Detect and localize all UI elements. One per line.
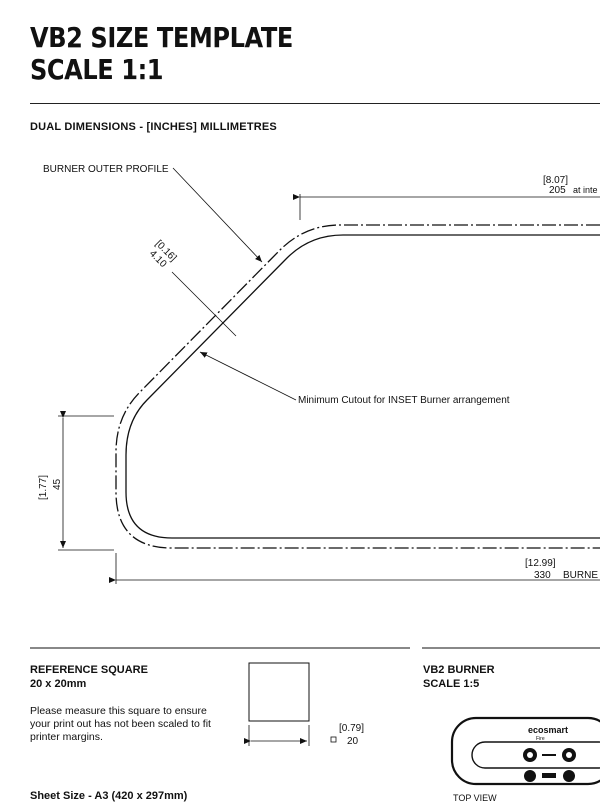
reference-title: REFERENCE SQUARE — [30, 664, 148, 676]
title-line-2: SCALE 1:1 — [30, 53, 164, 86]
outer-profile-leader — [172, 167, 263, 263]
dim-bottom-note: BURNE — [563, 570, 598, 581]
dim-left-inches: [1.77] — [38, 475, 49, 500]
cutout-label: Minimum Cutout for INSET Burner arrangem… — [298, 395, 510, 406]
dim-bottom-mm: 330 — [534, 570, 551, 581]
header-divider — [30, 103, 600, 104]
reference-instructions: Please measure this square to ensure you… — [30, 705, 211, 743]
burner-knob-right-center — [566, 752, 572, 758]
reference-square-title: REFERENCE SQUARE 20 x 20mm — [30, 663, 148, 691]
dimension-units-note: DUAL DIMENSIONS - [INCHES] MILLIMETRES — [30, 121, 277, 133]
burner-knob-left-center — [527, 752, 533, 758]
dim-top-inches: [8.07] — [543, 175, 568, 186]
dim-bottom-inches: [12.99] — [525, 558, 556, 569]
burner-control-label — [542, 773, 556, 778]
title-line-1: VB2 SIZE TEMPLATE — [30, 21, 293, 54]
burner-outer-profile — [115, 224, 600, 549]
ref-dim-marker — [330, 736, 337, 743]
dim-top-mm: 205 — [549, 185, 566, 196]
ref-dim-inches: [0.79] — [339, 723, 364, 734]
minimum-cutout-profile — [125, 234, 600, 539]
reference-square — [248, 662, 310, 722]
burner-brand: ecosmart — [528, 725, 568, 735]
burner-control-left — [524, 770, 536, 782]
burner-slot — [471, 741, 600, 769]
outer-profile-label: BURNER OUTER PROFILE — [43, 164, 169, 175]
burner-title: VB2 BURNER — [423, 664, 495, 676]
sheet-size: Sheet Size - A3 (420 x 297mm) — [30, 790, 188, 802]
dim-top-note: at inte — [573, 185, 598, 195]
burner-section-title: VB2 BURNER SCALE 1:5 — [423, 663, 495, 691]
burner-control-right — [563, 770, 575, 782]
reference-size: 20 x 20mm — [30, 678, 87, 690]
cutout-leader — [199, 351, 297, 401]
top-view-label: TOP VIEW — [453, 793, 497, 803]
dim-left-mm: 45 — [52, 478, 63, 490]
burner-body — [450, 716, 600, 786]
burner-scale: SCALE 1:5 — [423, 678, 480, 690]
ref-dim-mm: 20 — [347, 736, 359, 747]
offset-dim-line — [171, 271, 237, 337]
burner-sub-brand: Fire — [536, 736, 545, 742]
page-title: VB2 SIZE TEMPLATE SCALE 1:1 — [30, 22, 293, 86]
